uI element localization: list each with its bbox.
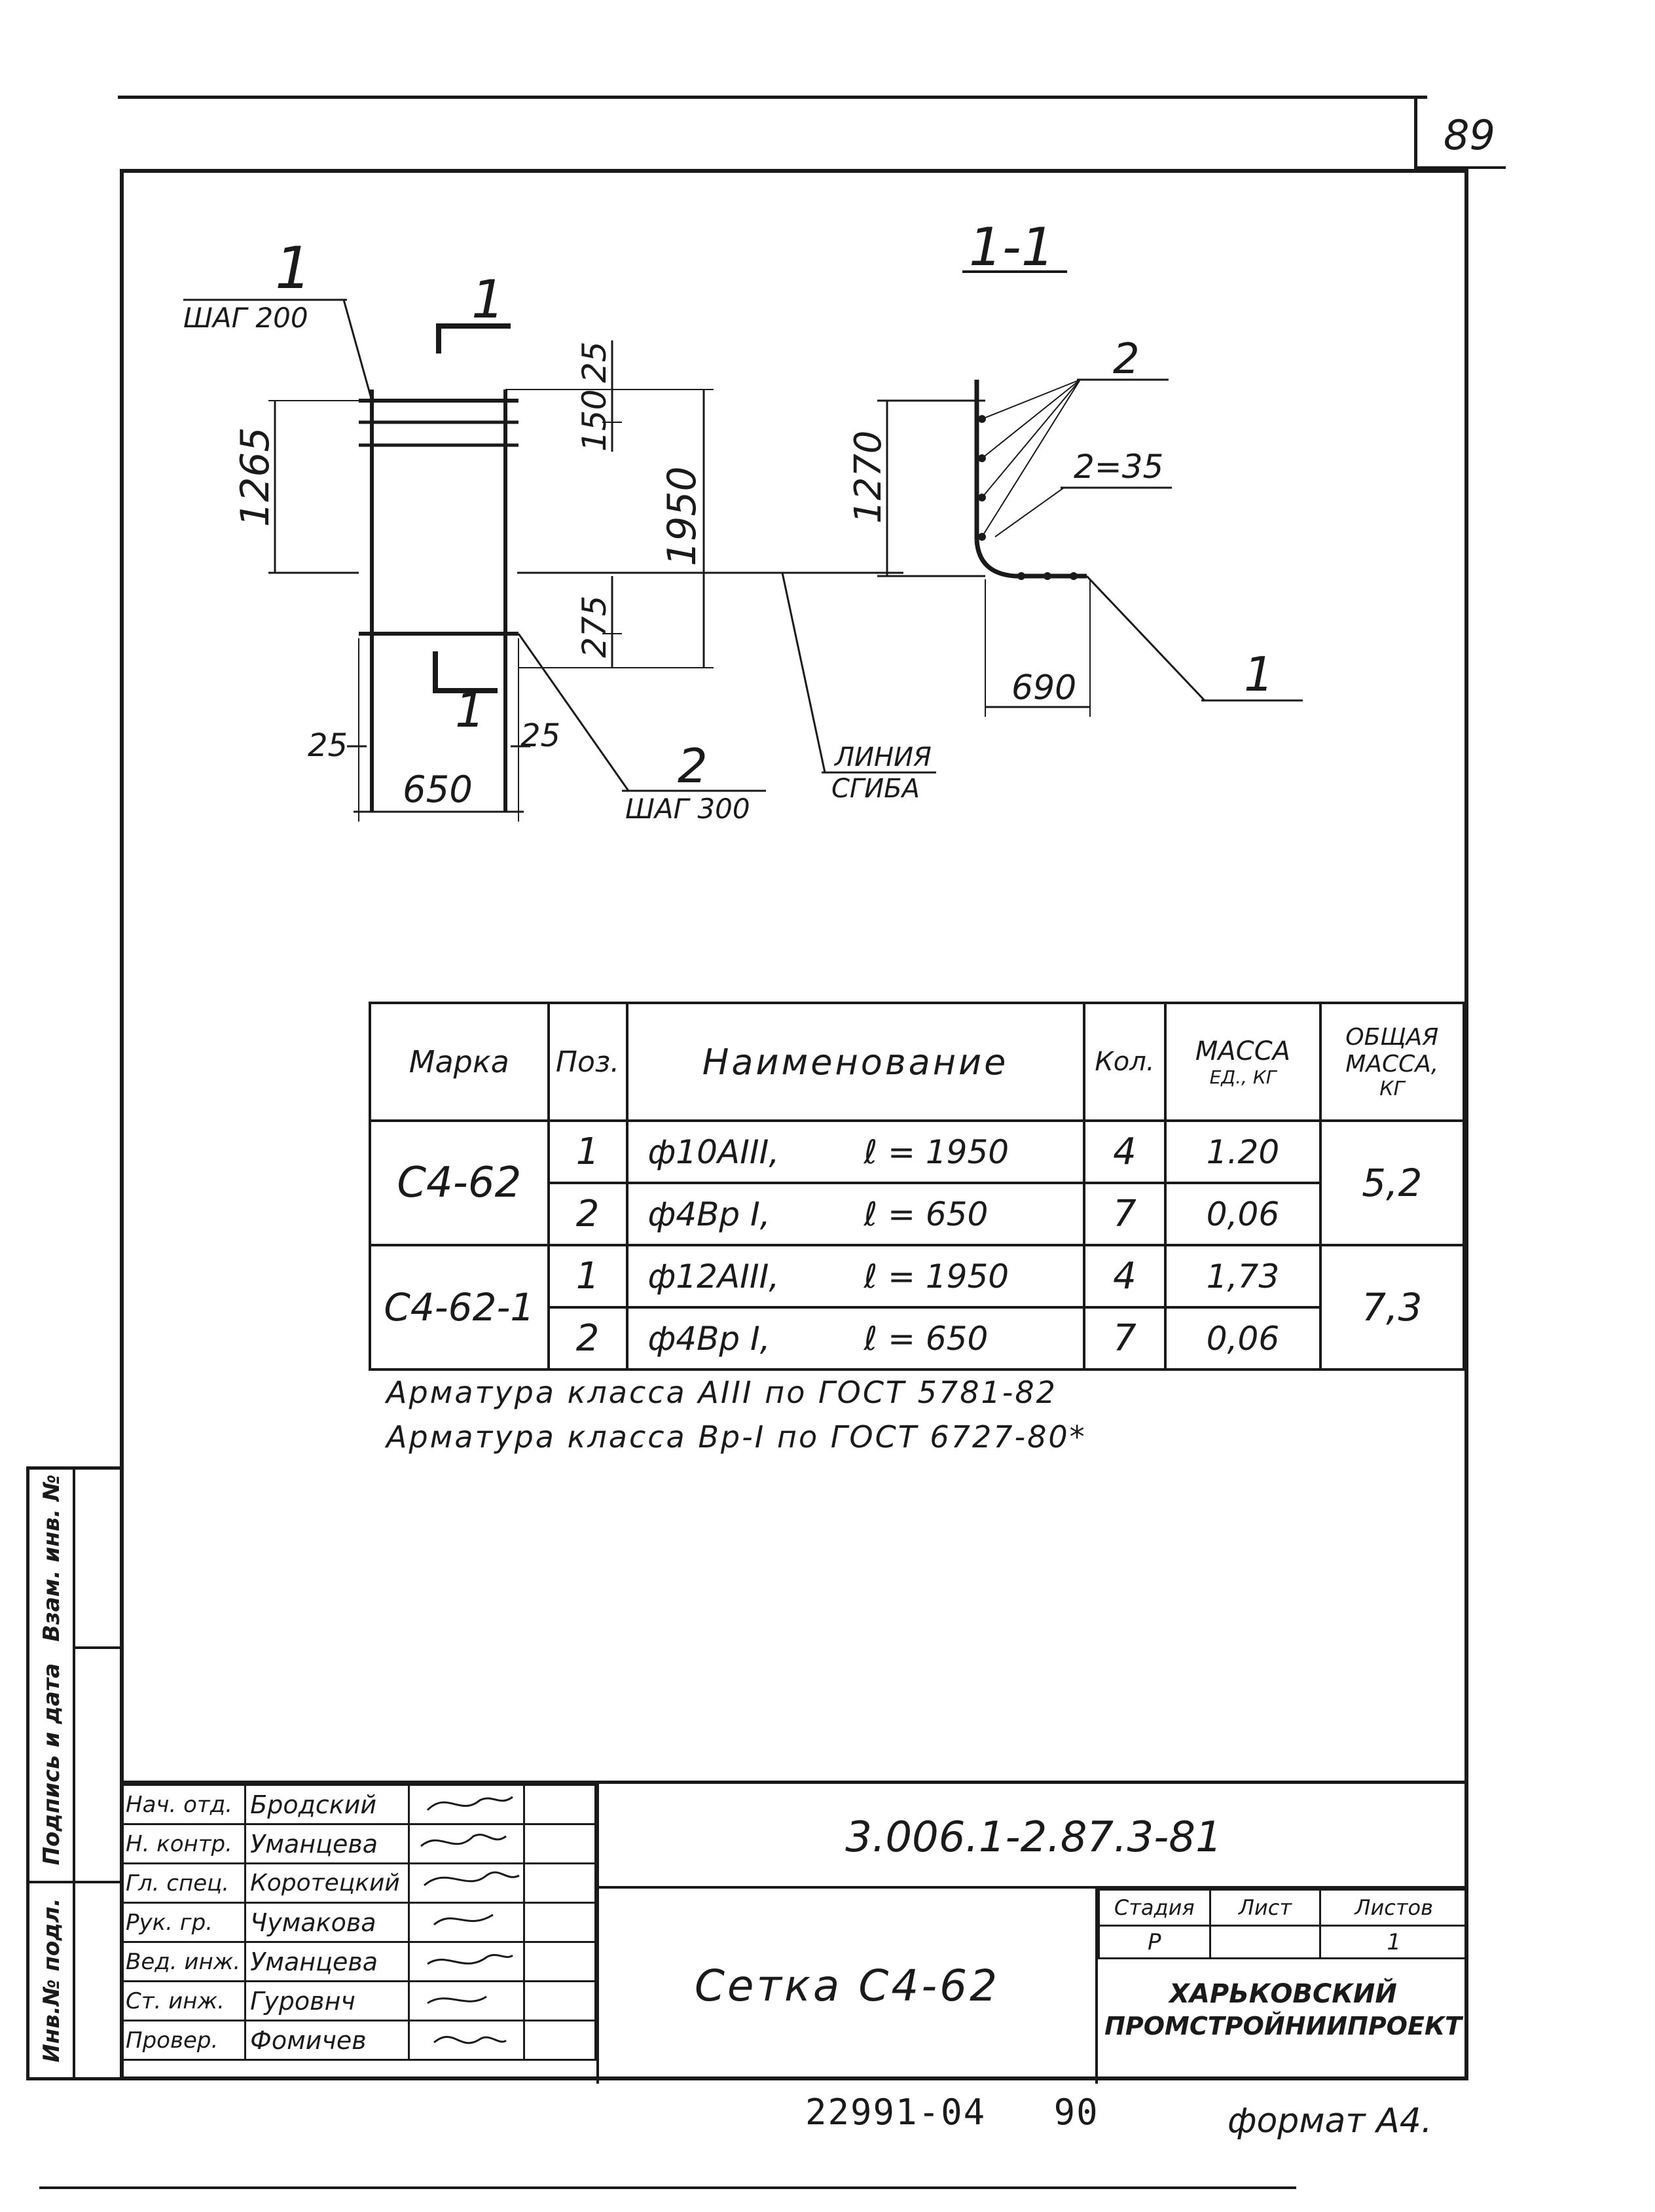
doc-code-cell: 3.006.1-2.87.3-81 xyxy=(596,1784,1468,1889)
section-pos2-label: 2 xyxy=(1113,335,1140,384)
signature-cell xyxy=(408,1784,526,1825)
sheet-header: Лист xyxy=(1209,1889,1322,1927)
unit-mass-cell: 1.20 xyxy=(1164,1119,1322,1184)
staff-row: Вед. инж. Уманцева xyxy=(119,1941,596,1982)
title-block: Нач. отд. Бродский Н. контр. Уманцева Гл… xyxy=(119,1781,1468,2084)
dim-25-right: 25 xyxy=(520,717,560,754)
name-cell: ф4Вр I,ℓ = 650 xyxy=(625,1306,1085,1371)
sheet-value xyxy=(1209,1925,1322,1959)
dim-275: 275 xyxy=(575,596,613,658)
signature-cell xyxy=(408,1823,526,1864)
dim-650: 650 xyxy=(403,769,473,811)
drawing-title: Сетка С4-62 xyxy=(694,1961,1000,2011)
plan-pos2-step: ШАГ 300 xyxy=(625,793,750,825)
unit-mass-cell: 1,73 xyxy=(1164,1244,1322,1309)
section-title: 1-1 xyxy=(969,217,1055,278)
organization-line-2: ПРОМСТРОЙНИИПРОЕКТ xyxy=(1104,2012,1462,2040)
qty-cell: 7 xyxy=(1082,1306,1167,1371)
name-cell: ф4Вр I,ℓ = 650 xyxy=(625,1182,1085,1246)
pos-cell: 2 xyxy=(547,1306,628,1371)
dim-25-left: 25 xyxy=(308,727,348,764)
staff-row: Гл. спец. Коротецкий xyxy=(119,1862,596,1904)
qty-cell: 7 xyxy=(1082,1182,1167,1246)
dim-1950: 1950 xyxy=(659,466,705,566)
dim-150: 150 xyxy=(575,390,613,452)
col-header-name: Наименование xyxy=(625,1002,1085,1122)
organization-line-1: ХАРЬКОВСКИЙ xyxy=(1169,1979,1397,2009)
side-stamp-replace-inv: Взам. инв. № xyxy=(39,1474,65,1642)
table-row: С4-62 1 ф10АIII,ℓ = 1950 4 1.20 5,2 xyxy=(369,1119,1466,1246)
unit-mass-cell: 0,06 xyxy=(1164,1182,1322,1246)
bend-line-label-2: СГИБА xyxy=(831,774,920,804)
side-stamp: Взам. инв. № Подпись и дата Инв.№ подл. xyxy=(26,1466,120,2080)
pos-cell: 1 xyxy=(547,1119,628,1184)
dim-25-top: 25 xyxy=(575,341,613,383)
rebar-mesh-drawing: 1 ШАГ 200 1 1 1265 150 25 1950 275 25 25… xyxy=(183,217,1303,825)
pos-cell: 2 xyxy=(547,1182,628,1246)
dim-690: 690 xyxy=(1011,668,1076,708)
col-header-qty: Кол. xyxy=(1082,1002,1167,1122)
stage-value: Р xyxy=(1098,1925,1211,1959)
organization-cell: ХАРЬКОВСКИЙ ПРОМСТРОЙНИИПРОЕКТ xyxy=(1098,1959,1468,2084)
section-bend xyxy=(974,539,1087,579)
name-cell: ф10АIII,ℓ = 1950 xyxy=(625,1119,1085,1184)
mark-cell: С4-62 xyxy=(369,1119,550,1246)
pos-cell: 1 xyxy=(547,1244,628,1309)
total-mass-cell: 7,3 xyxy=(1319,1244,1466,1371)
archive-number: 22991-04 90 xyxy=(805,2092,1099,2133)
stage-header: Стадия xyxy=(1098,1889,1211,1927)
specification-table: Марка Поз. Наименование Кол. МАССА ЕД., … xyxy=(369,1002,1466,1371)
qty-cell: 4 xyxy=(1082,1119,1167,1184)
drawing-title-cell: Сетка С4-62 xyxy=(596,1889,1098,2084)
sheets-header: Листов xyxy=(1319,1889,1468,1927)
page-number-box-left xyxy=(1414,96,1417,169)
section-mark-top: 1 xyxy=(471,269,505,330)
spec-header-row: Марка Поз. Наименование Кол. МАССА ЕД., … xyxy=(369,1002,1466,1122)
col-header-total-mass: ОБЩАЯ МАССА, КГ xyxy=(1319,1002,1466,1122)
total-mass-cell: 5,2 xyxy=(1319,1119,1466,1246)
qty-cell: 4 xyxy=(1082,1244,1167,1309)
page-number-box-bottom xyxy=(1414,166,1506,169)
section-pos1-label: 1 xyxy=(1244,647,1274,702)
unit-mass-cell: 0,06 xyxy=(1164,1306,1322,1371)
signature-cell xyxy=(408,1941,526,1982)
bottom-border-line xyxy=(39,2186,1296,2189)
staff-row: Провер. Фомичев xyxy=(119,2020,596,2061)
section-count-label: 2=35 xyxy=(1074,448,1163,486)
staff-table: Нач. отд. Бродский Н. контр. Уманцева Гл… xyxy=(119,1784,596,2061)
signature-cell xyxy=(408,1902,526,1943)
staff-row: Нач. отд. Бродский xyxy=(119,1784,596,1825)
dim-1270: 1270 xyxy=(847,430,890,524)
section-mark-bottom: 1 xyxy=(455,683,485,738)
stage-table: Стадия Лист Листов Р 1 xyxy=(1098,1889,1468,1959)
bend-line-label-1: ЛИНИЯ xyxy=(833,742,932,772)
note-line-2: Арматура класса Вр-I по ГОСТ 6727-80* xyxy=(386,1419,1087,1455)
sheets-value: 1 xyxy=(1319,1925,1468,1959)
plan-pos1-step: ШАГ 200 xyxy=(183,302,308,334)
top-border-line xyxy=(118,96,1427,99)
staff-row: Н. контр. Уманцева xyxy=(119,1823,596,1864)
side-stamp-inv-original: Инв.№ подл. xyxy=(39,1898,65,2063)
drawing-frame xyxy=(120,169,1468,2080)
col-header-pos: Поз. xyxy=(547,1002,628,1122)
col-header-unit-mass: МАССА ЕД., КГ xyxy=(1164,1002,1322,1122)
name-cell: ф12АIII,ℓ = 1950 xyxy=(625,1244,1085,1309)
side-stamp-signature-date: Подпись и дата xyxy=(39,1663,65,1866)
dim-1265: 1265 xyxy=(232,427,278,527)
signatures xyxy=(420,1796,520,2044)
format-label: формат А4. xyxy=(1228,2101,1432,2141)
page-number: 89 xyxy=(1444,111,1495,159)
doc-code: 3.006.1-2.87.3-81 xyxy=(845,1813,1222,1862)
plan-pos2-label: 2 xyxy=(678,738,708,793)
staff-row: Рук. гр. Чумакова xyxy=(119,1902,596,1943)
table-row: С4-62-1 1 ф12АIII,ℓ = 1950 4 1,73 7,3 xyxy=(369,1244,1466,1371)
table-row: 2 ф4Вр I,ℓ = 650 7 0,06 xyxy=(370,1182,1464,1246)
plan-pos1-label: 1 xyxy=(275,234,312,302)
table-row: 2 ф4Вр I,ℓ = 650 7 0,06 xyxy=(370,1306,1464,1371)
col-header-mark: Марка xyxy=(369,1002,550,1122)
mark-cell: С4-62-1 xyxy=(369,1244,550,1371)
note-line-1: Арматура класса АIII по ГОСТ 5781-82 xyxy=(386,1375,1057,1410)
